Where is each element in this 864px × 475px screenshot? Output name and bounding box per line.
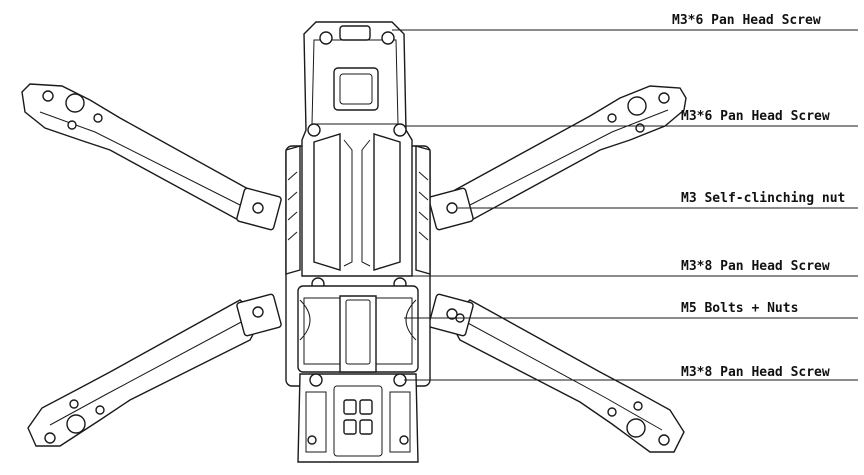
arm-hole	[93, 113, 103, 123]
callout-mid-screw: M3*8 Pan Head Screw	[681, 259, 830, 274]
arm-motor-hole	[65, 93, 85, 113]
arm-hole	[607, 407, 617, 417]
callout-labels: M3*6 Pan Head Screw M3*6 Pan Head Screw …	[672, 13, 845, 380]
callout-top-screw: M3*6 Pan Head Screw	[672, 13, 821, 28]
arm-bottom-right	[428, 293, 685, 453]
leader-lines	[392, 29, 858, 381]
arm-hole	[658, 92, 670, 104]
arm-motor-hole	[66, 414, 86, 434]
callout-low-screw: M3*8 Pan Head Screw	[681, 365, 830, 380]
arm-hole	[69, 399, 79, 409]
arm-hole	[67, 120, 77, 130]
arm-bottom-left	[27, 293, 282, 447]
arm-motor-hole	[626, 418, 646, 438]
arm-hole	[44, 432, 56, 444]
arm-hole	[607, 113, 617, 123]
arm-hole	[633, 401, 643, 411]
callout-nut: M3 Self-clinching nut	[681, 191, 845, 206]
arm-motor-hole	[627, 96, 647, 116]
arm-hole	[95, 405, 105, 415]
top-cutout	[333, 67, 379, 111]
callout-bolts: M5 Bolts + Nuts	[681, 301, 798, 316]
frame-body	[285, 21, 431, 463]
arm-hole	[658, 434, 670, 446]
callout-upper-screw: M3*6 Pan Head Screw	[681, 109, 830, 124]
arm-top-left	[21, 83, 282, 231]
arm-top-right	[428, 85, 687, 231]
arm-hole	[635, 123, 645, 133]
rear-section	[297, 373, 419, 463]
arm-hole	[42, 90, 54, 102]
